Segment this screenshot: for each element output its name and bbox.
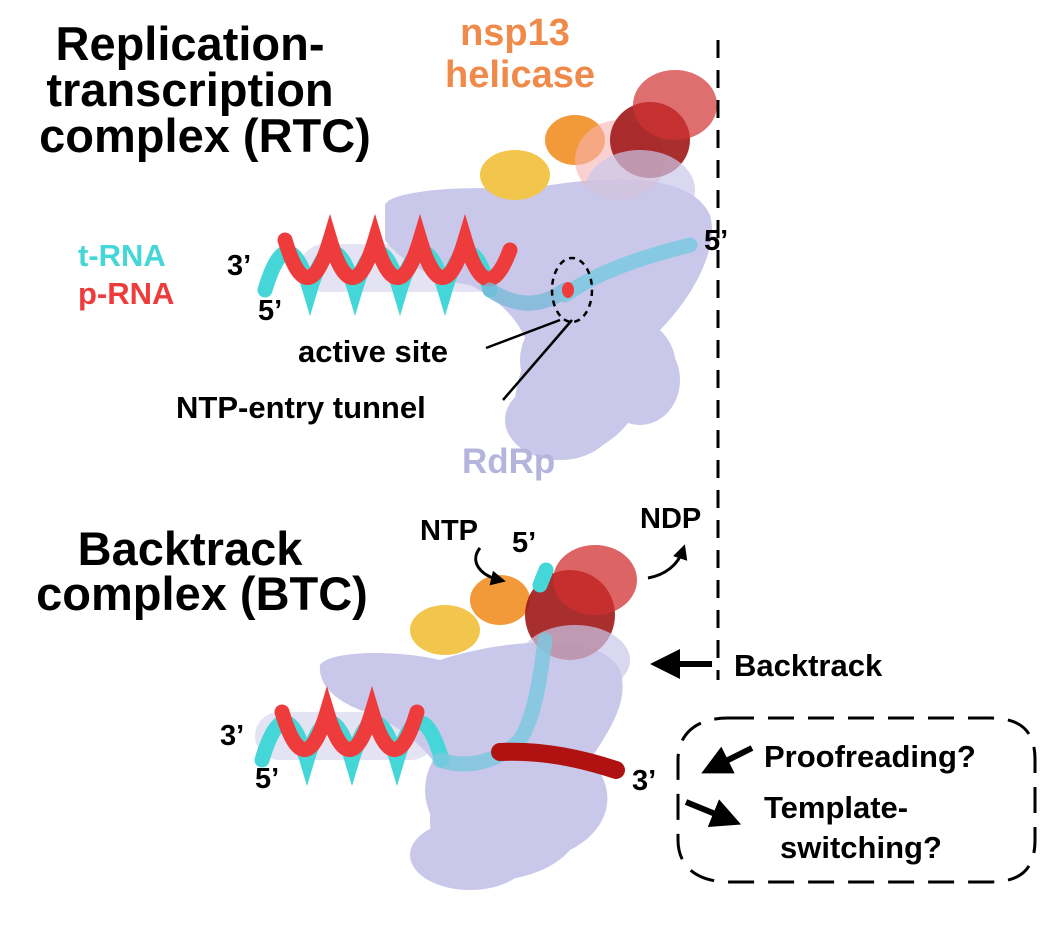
btc-5prime-left-label: 5’: [255, 763, 279, 795]
rtc-3prime-label: 3’: [227, 250, 251, 282]
rdrp-label: RdRp: [462, 442, 555, 481]
ntp-arrow: [474, 547, 506, 586]
btc-3prime-right-label: 3’: [632, 765, 656, 797]
ntp-tunnel-leader: [502, 319, 573, 401]
ntp-entry-tunnel-label: NTP-entry tunnel: [176, 390, 426, 425]
proofreading-arrow: [701, 745, 754, 774]
btc-rna-helix: [254, 562, 625, 787]
ntp-label: NTP: [420, 515, 478, 547]
p-rna-label: p-RNA: [78, 276, 174, 311]
btc-5prime-top-label: 5’: [512, 527, 536, 559]
proofreading-label: Proofreading?: [764, 739, 976, 774]
ndp-label: NDP: [640, 503, 701, 535]
rtc-title-line-3: complex (RTC): [39, 109, 371, 162]
template-switching-line-2: switching?: [780, 830, 942, 865]
template-switching-arrow: [684, 799, 742, 828]
btc-title-line-2: complex (BTC): [36, 567, 368, 620]
active-site-label: active site: [298, 334, 448, 369]
rtc-5prime-left-label: 5’: [258, 295, 282, 327]
rtc-structure: [257, 70, 717, 460]
rtc-rna-helix: [257, 213, 698, 317]
template-switching-line-1: Template-: [764, 790, 908, 825]
rtc-helicase-domains: [480, 70, 717, 230]
backtrack-label: Backtrack: [734, 648, 883, 683]
t-rna-label: t-RNA: [78, 238, 166, 273]
ndp-arrow: [647, 544, 688, 580]
rtc-5prime-right-label: 5’: [704, 225, 728, 257]
btc-structure: [254, 545, 637, 890]
active-site-leader: [485, 318, 561, 350]
btc-3prime-left-label: 3’: [220, 720, 244, 752]
active-site-marker: [550, 256, 594, 324]
rtc-title-line-2: transcription: [46, 63, 333, 116]
helicase-label-line-1: nsp13: [460, 12, 570, 54]
btc-backtracked-rna: [491, 742, 625, 779]
rtc-p-rna-strand: [277, 213, 518, 287]
btc-title-line-1: Backtrack: [78, 522, 304, 575]
btc-p-rna-strand: [274, 685, 425, 757]
rtc-title-line-1: Replication-: [56, 17, 325, 70]
fate-box: [676, 716, 1037, 884]
helicase-label-line-2: helicase: [445, 54, 595, 96]
